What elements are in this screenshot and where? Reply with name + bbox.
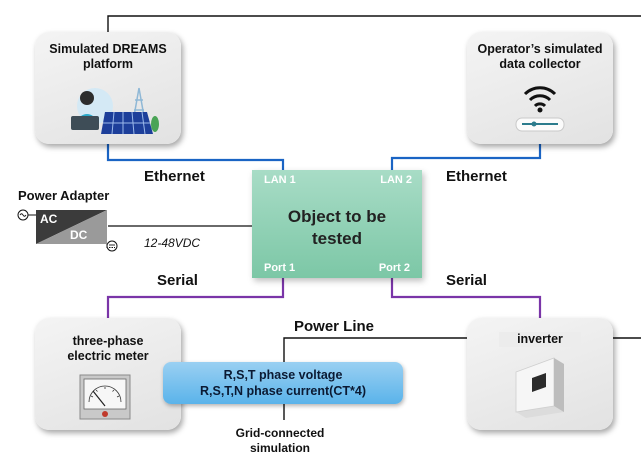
ethernet-line-left bbox=[106, 144, 285, 170]
device-title-line2: tested bbox=[311, 229, 363, 248]
wifi-router-icon bbox=[515, 86, 565, 132]
adapter-ac-label: AC bbox=[40, 212, 58, 226]
measurement-box: R,S,T phase voltage R,S,T,N phase curren… bbox=[163, 362, 403, 404]
lan1-port: LAN 1 bbox=[264, 174, 296, 186]
analog-meter-icon bbox=[79, 374, 131, 420]
platform-title: Simulated DREAMS platform bbox=[35, 42, 181, 72]
ethernet-label-right: Ethernet bbox=[446, 168, 507, 185]
grid-simulation-label: Grid-connected simulation bbox=[205, 426, 355, 456]
serial-label-right: Serial bbox=[446, 272, 487, 289]
inverter-title: inverter bbox=[499, 332, 581, 347]
lan2-port: LAN 2 bbox=[380, 174, 412, 186]
meter-title: three-phase electric meter bbox=[35, 334, 181, 364]
platform-title-line2: platform bbox=[83, 57, 133, 71]
device-title: Object to be tested bbox=[252, 206, 422, 250]
adapter-dc-label: DC bbox=[70, 228, 88, 242]
device-title-line1: Object to be bbox=[287, 207, 387, 226]
meter-title-line2: electric meter bbox=[67, 349, 149, 363]
electric-meter-card: three-phase electric meter bbox=[35, 318, 181, 430]
platform-title-line1: Simulated DREAMS bbox=[49, 42, 167, 56]
power-adapter-label: Power Adapter bbox=[18, 188, 110, 203]
ac-dc-adapter-icon bbox=[17, 209, 118, 252]
serial-line-right bbox=[390, 278, 542, 318]
port1: Port 1 bbox=[264, 262, 296, 274]
engineer-solar-icon bbox=[71, 87, 159, 135]
power-line bbox=[283, 337, 498, 362]
collector-title: Operator’s simulated data collector bbox=[467, 42, 613, 72]
inverter-device-icon bbox=[515, 357, 564, 418]
port2: Port 2 bbox=[378, 262, 410, 274]
serial-label-left: Serial bbox=[157, 272, 198, 289]
voltage-label: 12-48VDC bbox=[144, 236, 201, 250]
grid-line2: simulation bbox=[249, 441, 310, 455]
object-to-be-tested: LAN 1 LAN 2 Object to be tested Port 1 P… bbox=[252, 170, 422, 278]
ethernet-line-right bbox=[390, 144, 542, 170]
dreams-platform-card: Simulated DREAMS platform bbox=[35, 32, 181, 144]
voltage-measurement: R,S,T phase voltage bbox=[223, 368, 343, 382]
ethernet-label-left: Ethernet bbox=[144, 168, 205, 185]
inverter-card: inverter bbox=[467, 318, 613, 430]
power-line-label: Power Line bbox=[294, 318, 375, 335]
meter-title-line1: three-phase bbox=[72, 334, 144, 348]
collector-title-line2: data collector bbox=[499, 57, 581, 71]
current-measurement: R,S,T,N phase current(CT*4) bbox=[199, 384, 366, 398]
collector-title-line1: Operator’s simulated bbox=[477, 42, 603, 56]
grid-line1: Grid-connected bbox=[235, 426, 325, 440]
serial-line-left bbox=[106, 278, 285, 318]
data-collector-card: Operator’s simulated data collector bbox=[467, 32, 613, 144]
